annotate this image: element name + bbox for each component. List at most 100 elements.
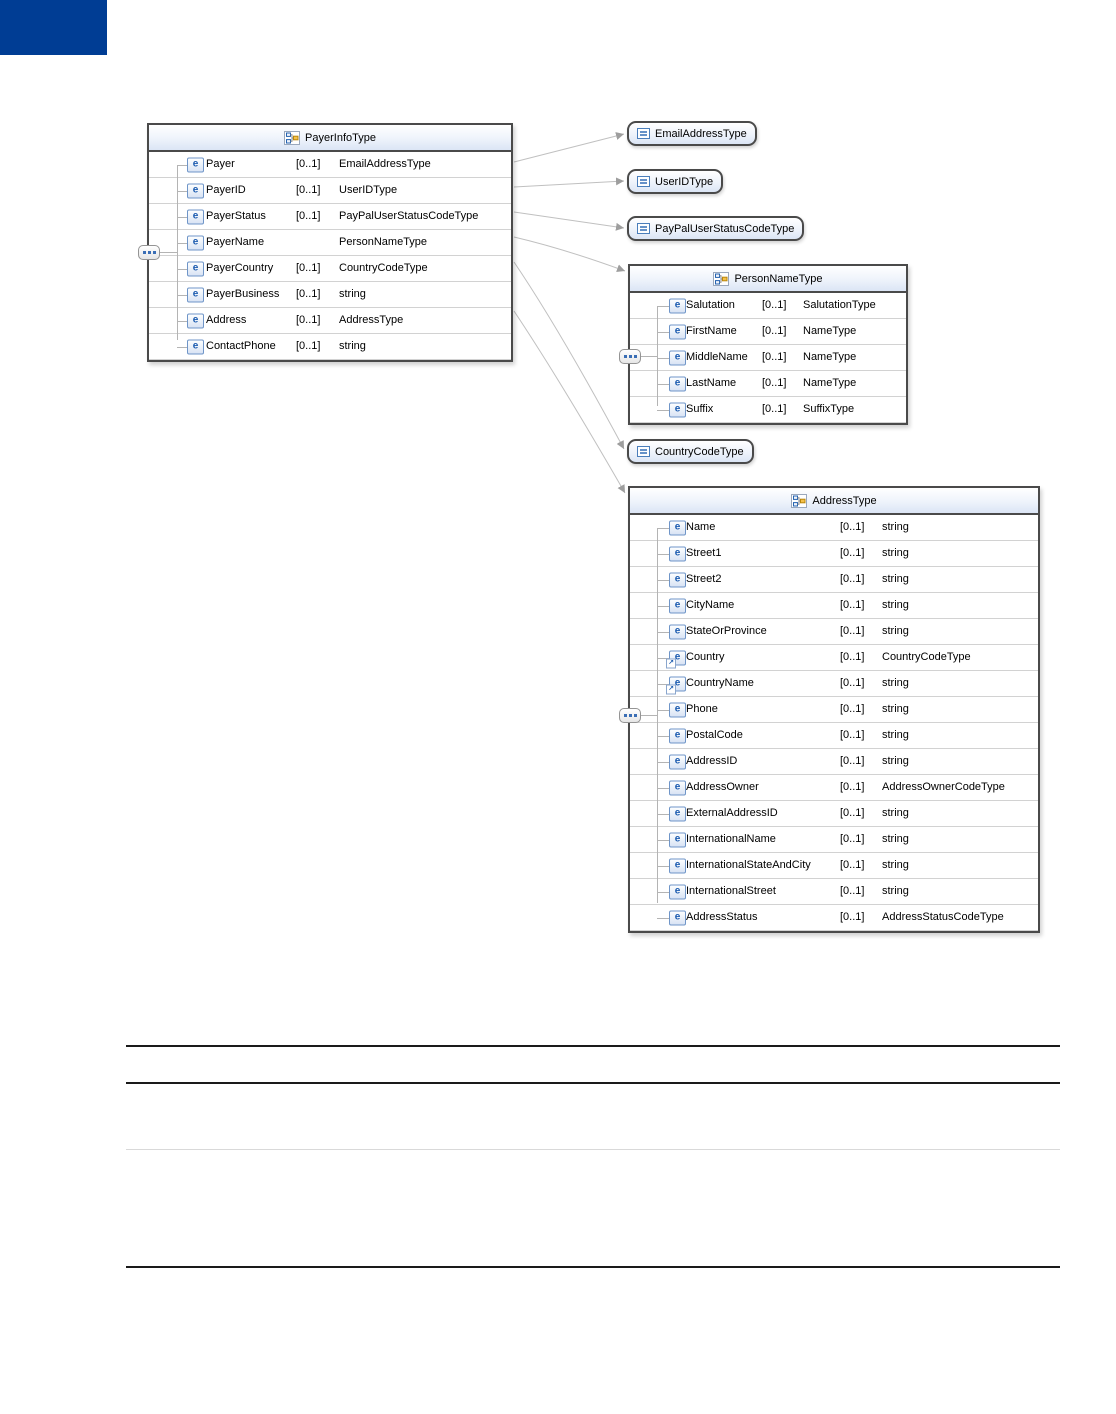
table-rule-header: [126, 1082, 1060, 1084]
element-name: InternationalName: [686, 833, 776, 845]
element-name: FirstName: [686, 325, 737, 337]
element-icon: e: [669, 546, 686, 561]
tree-stub: [177, 294, 187, 296]
sequence-connector-line: [640, 715, 657, 716]
element-name: StateOrProvince: [686, 625, 767, 637]
element-name: Payer: [206, 158, 235, 170]
element-type: CountryCodeType: [882, 651, 971, 663]
element-name: Street2: [686, 573, 722, 585]
element-icon: e: [669, 702, 686, 717]
schema-pill-label: CountryCodeType: [655, 445, 744, 458]
element-icon: e: [669, 910, 686, 925]
sequence-icon: [619, 348, 641, 364]
element-type: string: [882, 885, 909, 897]
element-cardinality: [0..1]: [840, 911, 865, 923]
element-type: PayPalUserStatusCodeType: [339, 210, 479, 222]
element-icon: e: [187, 209, 204, 224]
schema-pill-useridtype: UserIDType: [627, 169, 724, 194]
element-cardinality: [0..1]: [296, 184, 321, 196]
element-name: Street1: [686, 547, 722, 559]
element-name: PayerBusiness: [206, 288, 280, 300]
element-icon: e: [187, 235, 204, 250]
schema-box-title: PersonNameType: [734, 272, 823, 285]
element-cardinality: [0..1]: [840, 651, 865, 663]
element-name: AddressStatus: [686, 911, 758, 923]
schema-pill-paypaluserstatuscodetype: PayPalUserStatusCodeType: [627, 216, 805, 241]
tree-stub: [657, 761, 669, 763]
element-type: string: [339, 288, 366, 300]
tree-stub: [657, 527, 669, 529]
element-name: ExternalAddressID: [686, 807, 778, 819]
element-icon: e: [187, 261, 204, 276]
table-rule-divider: [126, 1149, 1060, 1150]
tree-stub: [177, 320, 187, 322]
element-icon: e: [669, 858, 686, 873]
tree-stub: [657, 683, 669, 685]
tree-trunk: [177, 164, 178, 340]
element-name: LastName: [686, 377, 737, 389]
element-icon: e: [187, 157, 204, 172]
element-icon: e: [669, 624, 686, 639]
tree-stub: [177, 242, 187, 244]
element-name: PayerID: [206, 184, 246, 196]
element-type: AddressStatusCodeType: [882, 911, 1004, 923]
element-icon: e: [669, 350, 686, 365]
element-name: ContactPhone: [206, 340, 276, 352]
tree-stub: [657, 917, 669, 919]
element-cardinality: [0..1]: [840, 807, 865, 819]
element-type: NameType: [803, 351, 857, 363]
element-cardinality: [0..1]: [840, 859, 865, 871]
tree-stub: [657, 579, 669, 581]
element-cardinality: [0..1]: [840, 703, 865, 715]
element-type: string: [882, 599, 909, 611]
element-name: PayerStatus: [206, 210, 266, 222]
schema-box-title: PayerInfoType: [305, 131, 376, 144]
element-name: PayerCountry: [206, 262, 274, 274]
complex-type-icon: [284, 130, 301, 145]
element-icon: e: [669, 298, 686, 313]
element-icon: e: [669, 324, 686, 339]
element-name: MiddleName: [686, 351, 748, 363]
element-type: string: [882, 833, 909, 845]
element-name: Name: [686, 521, 716, 533]
element-name: InternationalStreet: [686, 885, 776, 897]
connector-payer-emailaddresstype: [513, 132, 625, 163]
tree-stub: [657, 787, 669, 789]
element-type: SalutationType: [803, 299, 876, 311]
tree-stub: [657, 605, 669, 607]
element-type: string: [882, 859, 909, 871]
element-type: SuffixType: [803, 403, 855, 415]
element-type: PersonNameType: [339, 236, 428, 248]
element-type: AddressType: [339, 314, 404, 326]
element-cardinality: [0..1]: [296, 314, 321, 326]
schema-box-header: PayerInfoType: [149, 125, 511, 152]
reference-arrow-icon: ↗: [666, 684, 676, 694]
tree-trunk: [657, 305, 658, 406]
schema-pill-label: PayPalUserStatusCodeType: [655, 222, 795, 235]
element-name: Address: [206, 314, 247, 326]
element-icon: e: [669, 884, 686, 899]
element-type: AddressOwnerCodeType: [882, 781, 1005, 793]
element-cardinality: [0..1]: [762, 299, 787, 311]
page-header-color-block: [0, 0, 107, 55]
connector-payercountry-countrycodetype: [513, 261, 625, 450]
element-icon: e: [669, 376, 686, 391]
element-cardinality: [0..1]: [296, 340, 321, 352]
element-type: string: [882, 807, 909, 819]
element-type: string: [882, 625, 909, 637]
